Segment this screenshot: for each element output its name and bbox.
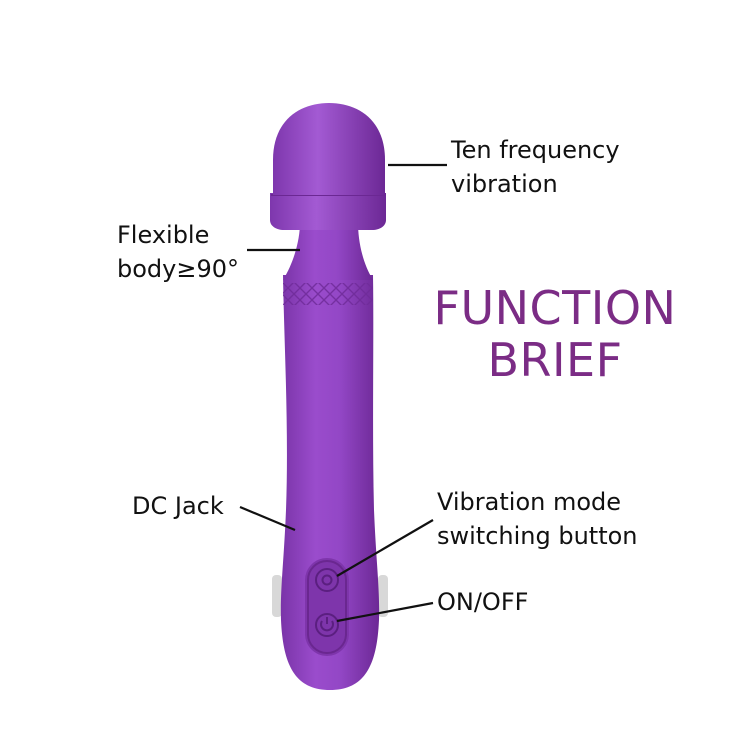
callout-neck-line-1: Flexible [117,221,210,249]
title-line-2: BRIEF [487,333,623,387]
vibration-mode-icon[interactable] [315,568,339,592]
power-icon[interactable] [315,613,339,637]
leader-dc-jack [239,505,296,532]
grip-texture [283,283,373,305]
device-neck [283,222,373,280]
callout-mode-button-line-1: Vibration mode [437,488,622,516]
title-line-1: FUNCTION [433,281,677,335]
callout-dc-jack-line-1: DC Jack [132,492,224,520]
callout-mode-button-line-2: switching button [437,522,638,550]
right-trim [378,575,388,617]
leader-power-button [336,601,434,623]
callout-neck-line-2: body≥90° [117,255,240,283]
callout-head-line-1: Ten frequency [451,136,620,164]
callout-neck: Flexible body≥90° [117,218,239,286]
callout-power-button-line-1: ON/OFF [437,588,529,616]
callout-mode-button: Vibration mode switching button [437,485,638,553]
callout-head-line-2: vibration [451,170,558,198]
head-collar [270,193,386,230]
function-brief-title: FUNCTION BRIEF [420,282,690,386]
leader-mode-button [336,519,434,577]
callout-power-button: ON/OFF [437,585,528,619]
callout-dc-jack: DC Jack [132,489,224,523]
left-trim [272,575,282,617]
device-head [273,103,385,195]
callout-head: Ten frequency vibration [451,133,620,201]
